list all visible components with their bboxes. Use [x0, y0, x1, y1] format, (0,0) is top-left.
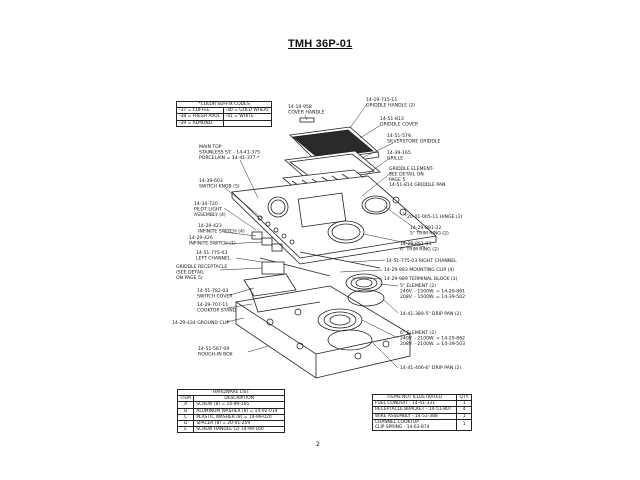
qty-header: QTY. — [456, 393, 472, 402]
hardware-description: PLASTIC WASHER (8) = 14-99-020 — [193, 413, 285, 422]
element-5-drawing — [345, 273, 385, 307]
left-channel-drawing — [259, 257, 331, 277]
not-illustrated-header: ITEMS NOT ILLUSTRATED — [371, 393, 458, 402]
label-right-channel: 14-51-775-03 RIGHT CHANNEL — [386, 258, 457, 264]
hinge-drawing — [399, 208, 407, 216]
hardware-description: ALUMINUM WASHER (8) = 14-92-019 — [193, 407, 285, 415]
hardware-list-header: HARDWARE LIST — [177, 388, 285, 397]
hardware-column-header: ITEM — [176, 395, 195, 403]
label-hinge: 20-01-005-11 HINGE (2) — [407, 214, 463, 220]
qty-cell: 1 — [456, 400, 472, 408]
label-ground-clip: 14-29-434 GROUND CLIP — [172, 320, 230, 326]
hardware-description: SCREW (8) = 14-99-165 — [193, 401, 285, 409]
color-code-cell: -41 = WHITE — [222, 113, 273, 121]
color-code-cell: -40 = GOLD WHEAT — [222, 107, 273, 115]
page-title: TMH 36P-01 — [288, 38, 353, 50]
hardware-item: D — [176, 419, 195, 428]
griddle-receptacle-drawing — [261, 261, 285, 275]
qty-cell: 1 — [456, 412, 472, 420]
hardware-item: B — [176, 407, 195, 415]
hardware-description: SPACER (8) = 20-01-259 — [193, 419, 285, 428]
hardware-item: A — [176, 401, 195, 409]
label-mounting-clip: 14-29-993 MOUNTING CLIP (4) — [384, 267, 454, 273]
hardware-item: C — [176, 413, 195, 422]
color-suffix-table: *COLOR SUFFIX CODES -37 = COFFEE-40 = GO… — [175, 100, 273, 127]
right-channel-drawing — [299, 251, 381, 269]
not-illustrated-item: WIRE ASSEMBLY - 14-51-388 — [371, 412, 458, 420]
label-terminal-block: 14-29-989 TERMINAL BLOCK (3) — [384, 276, 458, 282]
not-illustrated-item: CHANNEL COOKTOP CLIP SPRING - 14-63-874 — [371, 418, 458, 432]
hardware-item: E — [176, 426, 195, 434]
label-drip-pan-5: 14-41-389-5" DRIP PAN (2) — [400, 311, 461, 317]
not-illustrated-item: FUEL CONDUIT - 14-41-331 — [371, 400, 458, 408]
hardware-description: SCREW HANDLE (2) 14-99-160 — [193, 426, 285, 434]
label-drip-pan-6: 14-41-406-6" DRIP PAN (2) — [400, 365, 461, 371]
page-number: 2 — [316, 441, 320, 448]
qty-cell: 1 — [456, 418, 472, 432]
hinge-drawing — [392, 196, 400, 204]
color-code-cell — [222, 119, 273, 127]
qty-cell: 4 — [456, 406, 472, 414]
label-element-5: 5" ELEMENT (2)240V. - 1500W. = 14-29-861… — [400, 283, 465, 300]
not-illustrated-item: RECEPTACLE BRACKET - 14-51-807 — [371, 406, 458, 414]
color-suffix-header: *COLOR SUFFIX CODES — [175, 100, 273, 109]
label-element-6: 6" ELEMENT (2)240V. - 2100W. = 14-29-862… — [400, 330, 465, 347]
hardware-column-header: DESCRIPTION — [193, 395, 285, 403]
cooktop-stand-drawing — [249, 287, 321, 313]
rough-in-box-drawing — [234, 285, 412, 379]
main-top-drawing — [231, 175, 437, 265]
